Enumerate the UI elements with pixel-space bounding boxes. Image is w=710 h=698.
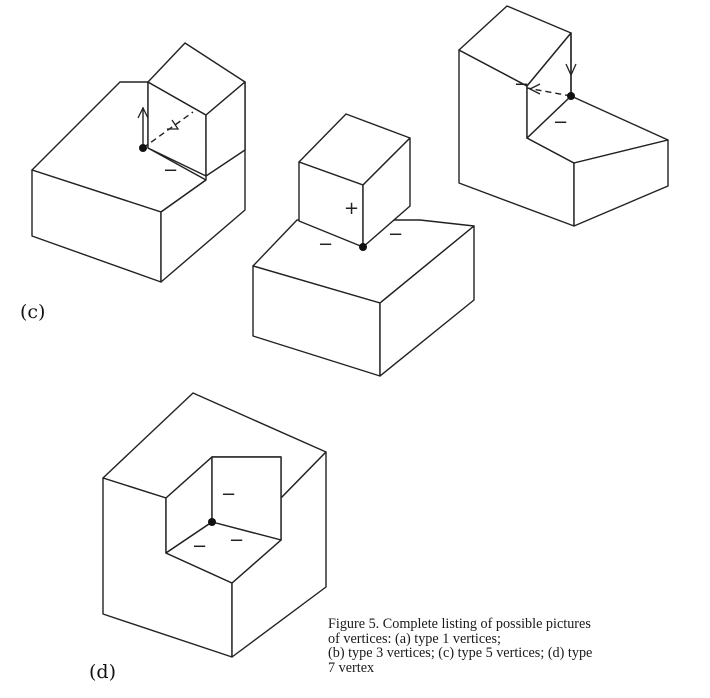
block-c3-minus-left-label: − <box>514 74 529 95</box>
block-d-minus-right-label: − <box>229 530 244 551</box>
block-c2: + − − <box>252 113 475 377</box>
block-d: − − − <box>102 392 327 658</box>
block-c3-down-arrowhead <box>565 63 577 77</box>
block-c1-minus-label: − <box>163 160 178 181</box>
caption-line: Figure 5. Complete listing of possible p… <box>328 616 591 632</box>
block-c2-minus-left-label: − <box>318 234 333 255</box>
caption-line: (b) type 3 vertices; (c) type 5 vertices… <box>328 645 593 662</box>
block-c1-upper-cube-side <box>205 81 246 177</box>
block-c2-plus-label: + <box>344 198 359 219</box>
block-c2-slab-right <box>379 225 475 377</box>
figure-caption: Figure 5. Complete listing of possible p… <box>328 617 706 675</box>
block-c3-front-face <box>573 139 669 227</box>
block-d-minus-left-label: − <box>192 536 207 557</box>
block-c2-vertex-dot <box>359 243 367 251</box>
block-c1-vertex-dot <box>139 144 147 152</box>
panel-label-c: (c) <box>20 301 45 323</box>
block-d-vertex-dot <box>208 518 216 526</box>
block-c1-dashed-arrowhead <box>167 119 180 130</box>
block-c3-vertex-dot <box>567 92 575 100</box>
panel-label-d: (d) <box>89 661 116 683</box>
block-c1: − <box>31 42 246 283</box>
block-c3-dashed-edge <box>526 87 572 97</box>
caption-line: of vertices: (a) type 1 vertices; <box>328 630 501 647</box>
caption-line: 7 vertex <box>328 659 375 676</box>
block-c3-dashed-arrowhead <box>528 83 541 95</box>
block-c1-up-arrowhead <box>137 106 149 119</box>
block-c3-minus-bottom-label: − <box>553 112 568 133</box>
block-d-minus-top-label: − <box>221 484 236 505</box>
block-c3: − − <box>458 5 669 227</box>
block-c1-dashed-edge <box>142 111 194 149</box>
block-c2-minus-right-label: − <box>388 224 403 245</box>
block-d-notch-floor <box>165 521 282 584</box>
block-c2-cube-right <box>362 137 411 248</box>
